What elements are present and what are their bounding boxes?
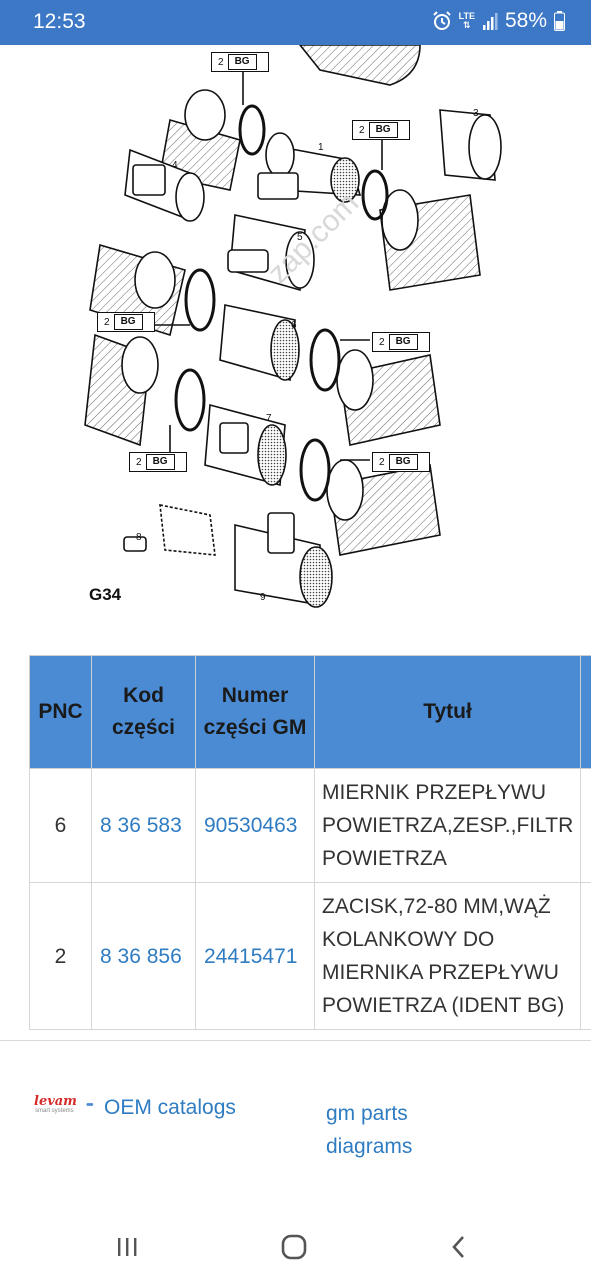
back-icon[interactable] [444,1232,474,1262]
header-title: Tytuł [314,655,581,769]
battery-percent: 58% [504,9,547,32]
bg-tag-qty: 2 [379,336,385,348]
bg-tag-label: BG [113,314,143,330]
gm-parts-diagrams-link[interactable]: gm parts diagrams [326,1102,413,1158]
bg-tag-label: BG [227,54,257,70]
navigation-bar [0,1212,591,1280]
data-arrows-icon: ⇅ [463,20,471,30]
header-overflow [580,655,591,769]
alarm-icon [432,11,451,30]
bg-tag-qty: 2 [359,124,365,136]
callout-number: 4 [172,160,178,171]
footer-divider [0,1040,591,1041]
bg-tag-label: BG [388,454,418,470]
header-gm-number: Numer części GM [195,655,315,769]
row-code-link[interactable]: 8 36 583 [91,768,196,883]
bg-tag-label: BG [388,334,418,350]
header-code: Kod części [91,655,196,769]
row-overflow [580,882,591,1030]
battery-icon [554,11,565,31]
row-code-link[interactable]: 8 36 856 [91,882,196,1030]
row-pnc: 6 [29,768,92,883]
signal-icon [482,13,498,30]
oem-catalogs-link[interactable]: OEM catalogs [104,1096,236,1119]
logo-subtext: smart systems [35,1108,74,1114]
row-gm-number-link[interactable]: 24415471 [195,882,315,1030]
callout-number: 8 [136,532,142,543]
header-pnc: PNC [29,655,92,769]
diagram-code: G34 [89,585,122,604]
callout-number: 5 [297,232,303,243]
table-row: 2 8 36 856 24415471 ZACISK,72-80 MM,WĄŻ … [29,882,591,1030]
home-icon[interactable] [279,1232,309,1262]
table-row: 6 8 36 583 90530463 MIERNIK PRZEPŁYWU PO… [29,768,591,883]
bg-tag-label: BG [145,454,175,470]
network-type: LTE ⇅ [458,11,475,30]
recent-apps-icon[interactable] [113,1232,143,1262]
bg-tag-qty: 2 [218,56,224,68]
logo-text: levam [34,1094,77,1109]
row-title: ZACISK,72-80 MM,WĄŻ KOLANKOWY DO MIERNIK… [314,882,581,1030]
status-bar: 12:53 LTE ⇅ 58% [0,0,591,45]
callout-number: 6 [291,320,297,331]
parts-table-grid: PNC Kod części Numer części GM Tytuł 6 8… [29,655,591,1030]
callout-number: 3 [473,108,479,119]
row-gm-number-link[interactable]: 90530463 [195,768,315,883]
row-pnc: 2 [29,882,92,1030]
bg-tag-label: BG [368,122,398,138]
row-overflow [580,768,591,883]
status-time: 12:53 [33,10,86,33]
bg-tag-qty: 2 [104,316,110,328]
callout-number: 9 [260,592,266,603]
parts-table: PNC Kod części Numer części GM Tytuł 6 8… [29,655,591,1030]
table-header-row: PNC Kod części Numer części GM Tytuł [29,655,591,769]
status-icons: LTE ⇅ 58% [432,9,565,33]
logo-dots-icon: ••• [86,1099,93,1111]
bg-tag-qty: 2 [379,456,385,468]
row-title: MIERNIK PRZEPŁYWU POWIETRZA,ZESP.,FILTR … [314,768,581,883]
callout-number: 7 [266,413,272,424]
callout-number: 1 [318,142,324,153]
levam-logo[interactable]: levam smart systems ••• [34,1094,93,1115]
bg-tag-qty: 2 [136,456,142,468]
